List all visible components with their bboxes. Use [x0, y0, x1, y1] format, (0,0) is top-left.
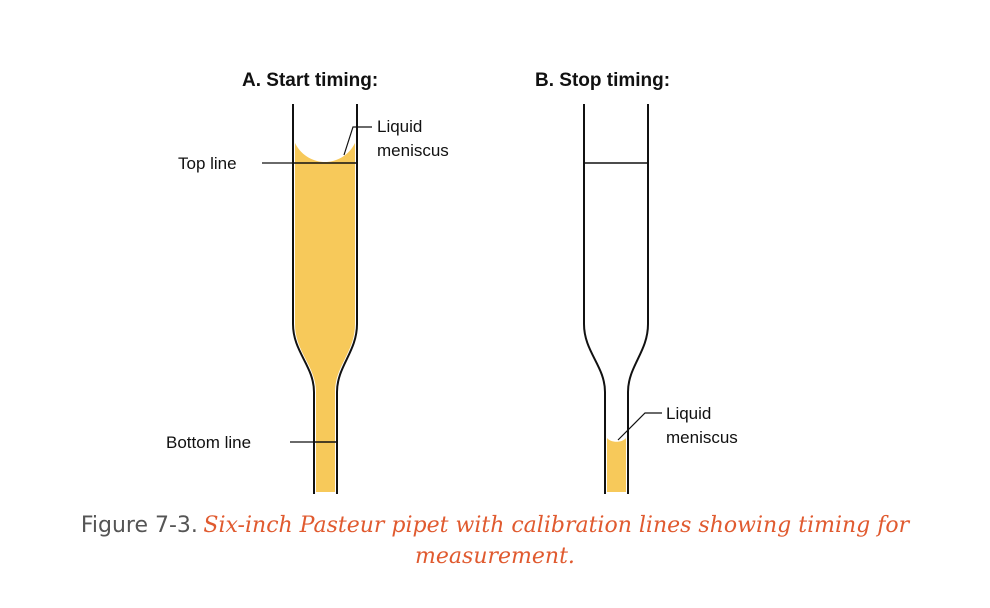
- meniscus-a-label-line1: Liquid: [377, 117, 422, 136]
- figure-number: Figure 7-3.: [80, 513, 198, 538]
- meniscus-a-leader: [343, 126, 372, 156]
- meniscus-a-label-line2: meniscus: [377, 141, 449, 160]
- top-line-label: Top line: [178, 154, 237, 173]
- figure-caption: Figure 7-3. Six-inch Pasteur pipet with …: [0, 510, 990, 572]
- pipet-b-liquid: [607, 444, 626, 492]
- pipet-b-meniscus: [607, 438, 626, 444]
- pipet-a-meniscus: [295, 143, 355, 163]
- panel-b: B. Stop timing: Liquid meniscus: [535, 70, 738, 494]
- figure-caption-text: Six-inch Pasteur pipet with calibration …: [203, 513, 910, 569]
- pipet-b-glass: [583, 104, 606, 494]
- meniscus-b-label-line1: Liquid: [666, 404, 711, 423]
- meniscus-b-label-line2: meniscus: [666, 428, 738, 447]
- panel-a: A. Start timing: Top line Bottom line Li…: [166, 70, 449, 494]
- bottom-line-label: Bottom line: [166, 433, 251, 452]
- panel-a-title: A. Start timing:: [242, 70, 378, 91]
- pipet-a-liquid: [295, 163, 355, 492]
- pipet-a-glass: [292, 104, 315, 494]
- meniscus-b-leader: [617, 412, 662, 441]
- panel-b-title: B. Stop timing:: [535, 70, 670, 91]
